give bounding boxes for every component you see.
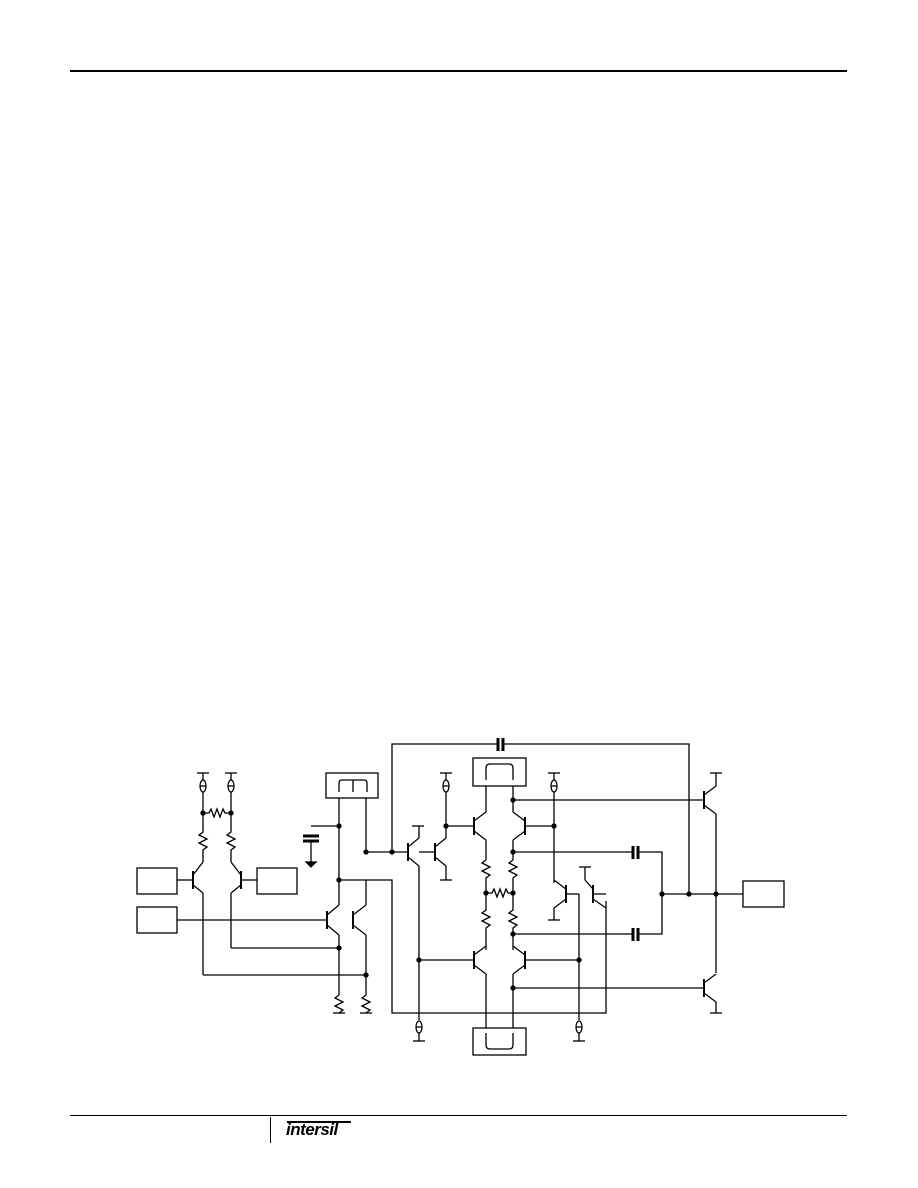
intersil-logo: intersil xyxy=(286,1120,351,1139)
header-rule xyxy=(70,70,847,72)
input-box-lower xyxy=(136,906,178,934)
current-source-mid-top xyxy=(440,772,452,838)
output-box xyxy=(742,880,785,908)
footer-divider xyxy=(270,1117,271,1143)
driver-lower-right xyxy=(512,945,526,1028)
output-capacitor-upper xyxy=(631,846,640,859)
bias-box-upper-symbol xyxy=(485,763,514,780)
driver-upper-right xyxy=(512,786,526,860)
driver-lower-left xyxy=(473,945,487,1028)
bias-block xyxy=(325,772,379,799)
bias-box-upper xyxy=(472,757,527,787)
output-transistor-lower xyxy=(703,973,722,1014)
current-source-mid-right xyxy=(548,772,560,883)
driver-stack-resistors-upper xyxy=(480,859,519,893)
input-degeneration-resistor xyxy=(200,807,234,819)
current-source-bottom-left xyxy=(413,1013,425,1042)
feedback-capacitor xyxy=(496,738,505,751)
current-source-left-b xyxy=(225,772,237,813)
bias-capacitor xyxy=(303,825,319,868)
driver-bridge-resistor xyxy=(483,887,516,899)
footer-rule xyxy=(70,1115,847,1116)
input-emitter-resistors xyxy=(197,813,237,862)
bias-box-lower xyxy=(472,1027,527,1056)
input-transistor-right xyxy=(230,861,257,948)
feedback-wire xyxy=(391,743,690,894)
second-stage-transistor-a xyxy=(407,825,424,1013)
output-transistor-upper xyxy=(703,772,722,973)
input-box-upper xyxy=(136,867,178,895)
current-source-left-a xyxy=(197,772,209,813)
bias-box-lower-symbol xyxy=(485,1033,514,1050)
driver-stack-resistors-lower xyxy=(480,893,519,950)
mirror-emitter-resistors xyxy=(333,994,372,1014)
bias-block-symbol xyxy=(338,779,368,792)
output-capacitor-lower xyxy=(631,928,640,941)
mirror-transistor-right xyxy=(352,880,367,995)
driver-upper-left xyxy=(473,786,487,860)
current-source-bottom-right xyxy=(573,960,585,1042)
mirror-transistor-left xyxy=(326,904,340,995)
level-shift-transistor-a xyxy=(548,879,579,921)
input-transistor-left xyxy=(177,861,204,975)
input-box-right xyxy=(256,867,298,895)
second-stage-transistor-b xyxy=(434,837,452,881)
level-shift-transistor-b xyxy=(578,866,607,960)
